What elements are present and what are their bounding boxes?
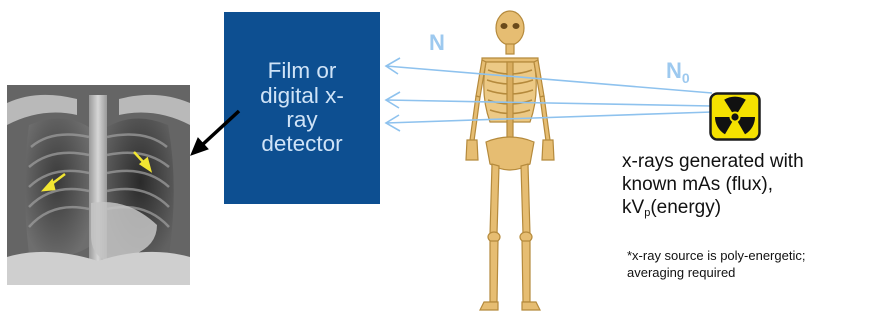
source-caption-line-2: known mAs (flux), — [622, 173, 804, 196]
source-note-line-1: *x-ray source is poly-energetic; — [627, 247, 805, 264]
source-caption-line-3: kVp(energy) — [622, 196, 804, 220]
radiation-source-icon — [709, 92, 761, 141]
energy-text: (energy) — [650, 197, 721, 218]
source-caption: x-rays generated with known mAs (flux), … — [622, 150, 804, 221]
source-note-line-2: averaging required — [627, 264, 805, 281]
incident-intensity-subscript: 0 — [682, 70, 690, 86]
beam-line-upper — [386, 66, 712, 93]
kvp-symbol: kV — [622, 197, 644, 218]
incident-intensity-symbol: N — [666, 58, 682, 83]
source-note: *x-ray source is poly-energetic; averagi… — [627, 247, 805, 282]
beam-line-middle — [386, 100, 712, 106]
transmitted-intensity-label: N — [429, 30, 445, 56]
beam-line-lower — [386, 112, 712, 123]
source-caption-line-1: x-rays generated with — [622, 150, 804, 173]
incident-intensity-label: N0 — [666, 58, 690, 86]
output-arrow — [191, 111, 239, 155]
